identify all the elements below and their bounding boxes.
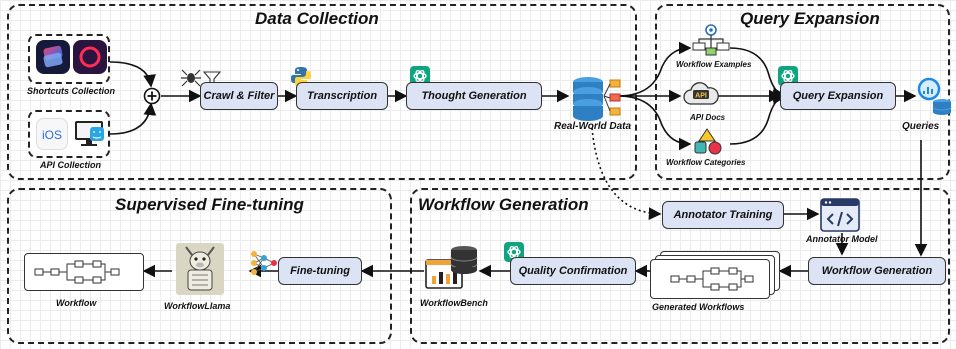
arrow-shortcuts-to-merge: [109, 61, 156, 88]
arrow-examples-to-qe: [729, 47, 786, 101]
data-collection-title: Data Collection: [255, 9, 379, 28]
annotator-model-label: Annotator Model: [806, 234, 878, 244]
query-expansion-section: [655, 4, 950, 180]
crawl-filter-process: Crawl & Filter: [200, 82, 278, 110]
arrow-data-to-examples: [617, 41, 692, 97]
generated-workflow-card-front: [650, 259, 770, 299]
code-window-icon: [820, 198, 860, 232]
workflowllama-label: WorkflowLlama: [164, 301, 231, 311]
openai-icon: [410, 66, 430, 86]
ios-logo-icon: iOS: [36, 118, 68, 150]
workflow-graph-icon: [670, 267, 754, 291]
supervised-finetuning-title: Supervised Fine-tuning: [115, 195, 304, 214]
workflow-generation-title: Workflow Generation: [418, 195, 589, 214]
arrow-data-to-annotator-training: [591, 127, 662, 221]
api-docs-label: API Docs: [690, 113, 726, 122]
supervised-finetuning-section: [7, 188, 392, 344]
workflow-graph-icon-output: [34, 260, 120, 284]
search-database-icon: [916, 76, 952, 116]
api-collection-label: API Collection: [40, 160, 102, 170]
arrow-data-to-categories: [617, 95, 692, 151]
ios-text: iOS: [42, 128, 62, 142]
llama-icon: [176, 243, 224, 295]
cloud-api-icon: API: [682, 80, 720, 110]
neural-network-icon: [250, 248, 278, 278]
workflow-categories-label: Workflow Categories: [666, 158, 746, 167]
shapes-icon: [690, 128, 724, 156]
shortcuts-collection-label: Shortcuts Collection: [27, 86, 116, 96]
generated-workflows-label: Generated Workflows: [652, 302, 745, 312]
workflow-generation-section: [410, 188, 950, 344]
transcription-process: Transcription: [296, 82, 388, 110]
thought-generation-process: Thought Generation: [406, 82, 542, 110]
shortcuts-app-icon: [36, 40, 70, 74]
annotator-training-process: Annotator Training: [662, 201, 784, 229]
plus-circle-icon: [143, 87, 161, 105]
query-expansion-process: Query Expansion: [780, 82, 896, 110]
openai-icon-qe: [778, 66, 798, 86]
arrow-api-to-merge: [109, 102, 157, 135]
real-world-data-label: Real-World Data: [554, 121, 632, 132]
queries-label: Queries: [902, 121, 940, 132]
circle-app-icon: [73, 40, 107, 74]
database-icon: [570, 74, 622, 124]
workflow-output-card: [24, 253, 144, 291]
mac-finder-icon: [72, 118, 106, 150]
arrow-categories-to-qe: [729, 91, 786, 145]
gear-flowchart-icon: [688, 24, 734, 58]
query-expansion-title: Query Expansion: [740, 9, 880, 28]
workflowbench-label: WorkflowBench: [420, 298, 488, 308]
workflow-label: Workflow: [56, 298, 97, 308]
benchmark-icon: [424, 244, 480, 294]
data-collection-section: [7, 4, 637, 180]
quality-confirmation-process: Quality Confirmation: [510, 257, 636, 285]
workflow-generation-process: Workflow Generation: [808, 257, 946, 285]
fine-tuning-process: Fine-tuning: [278, 257, 362, 285]
api-icon-text: API: [695, 93, 707, 100]
workflow-examples-label: Workflow Examples: [676, 60, 752, 69]
